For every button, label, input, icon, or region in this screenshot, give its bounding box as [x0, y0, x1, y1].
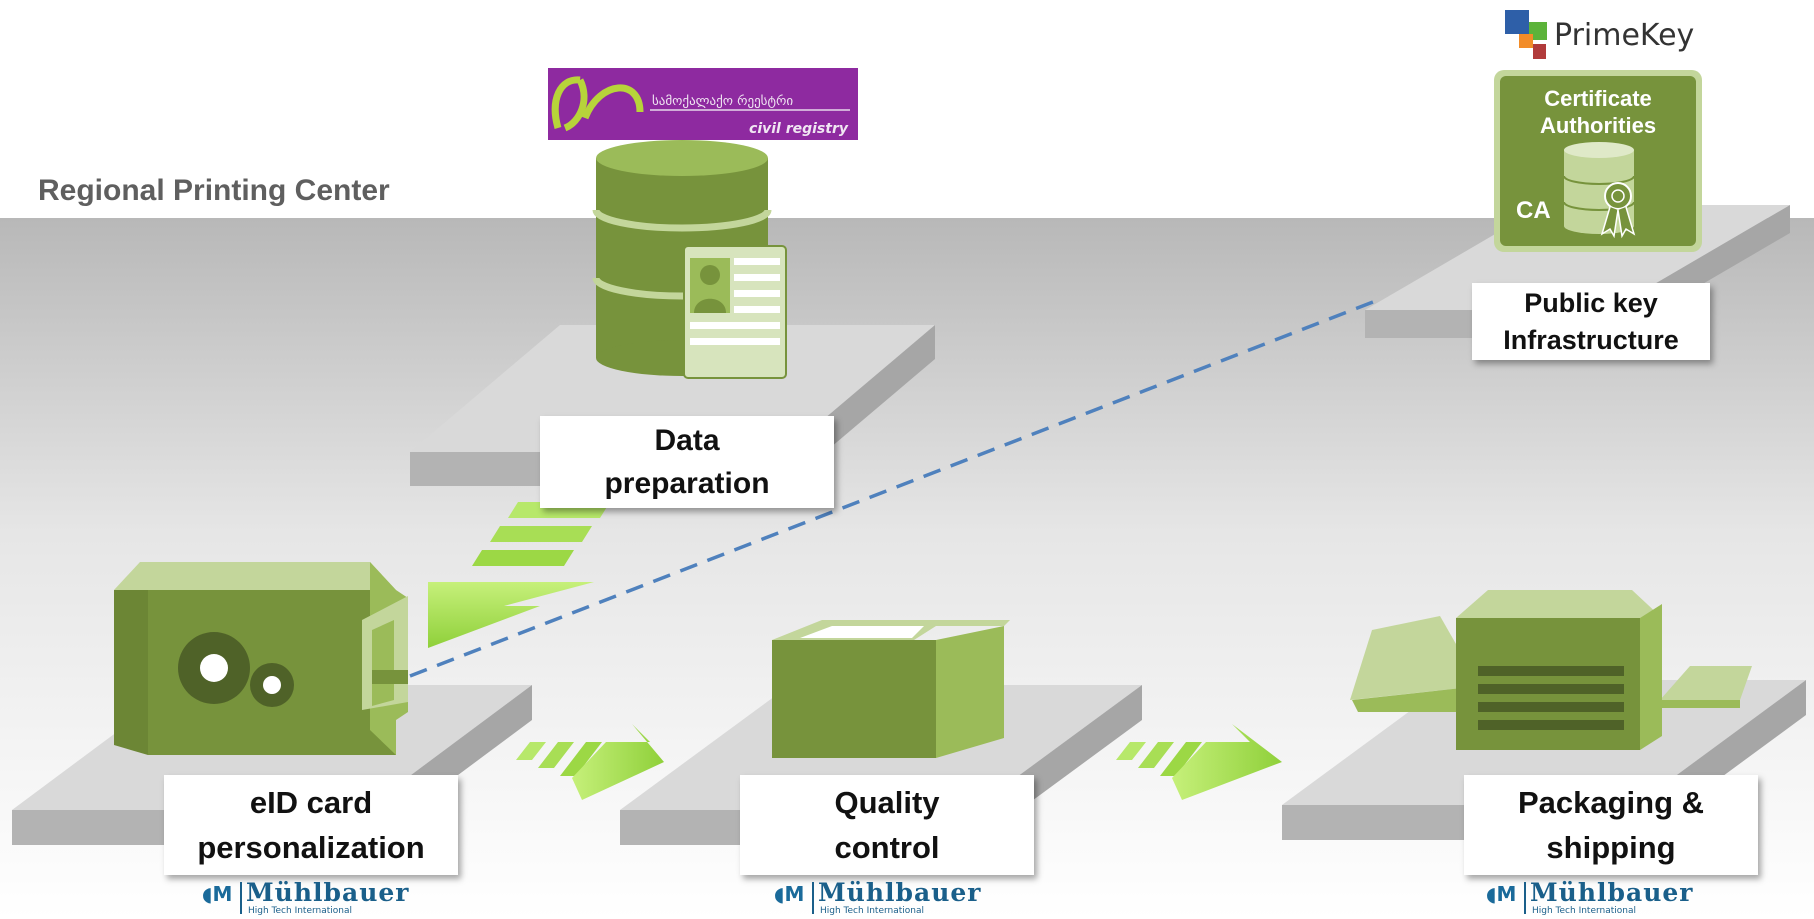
civil-registry-logo: სამოქალაქო რეესტრი civil registry — [548, 68, 858, 140]
logo-divider — [1524, 882, 1526, 914]
section-heading: Regional Printing Center — [38, 174, 390, 207]
label-packaging-shipping: Packaging & shipping — [1464, 775, 1758, 875]
label-line: personalization — [197, 830, 425, 865]
primekey-name: PrimeKey — [1554, 18, 1695, 53]
packaging-machine-icon — [1350, 590, 1752, 750]
ca-title-line1: Certificate — [1544, 86, 1652, 111]
label-line: Quality — [834, 785, 940, 820]
logo-divider — [240, 882, 242, 914]
label-line: Data — [654, 424, 720, 457]
muehlbauer-icon: ◖M — [202, 882, 233, 906]
id-document-icon — [683, 245, 787, 379]
logo-divider — [812, 882, 814, 914]
muehlbauer-logo: ◖M Mühlbauer High Tech International — [202, 878, 432, 916]
muehlbauer-logo: ◖M Mühlbauer High Tech International — [774, 878, 1004, 916]
ca-title-line2: Authorities — [1540, 113, 1656, 138]
label-line: eID card — [249, 785, 373, 820]
award-ribbon-icon — [1600, 182, 1636, 239]
arrow-data-to-personalization — [428, 502, 610, 648]
civil-registry-latin: civil registry — [749, 121, 849, 137]
muehlbauer-icon: ◖M — [1486, 882, 1517, 906]
muehlbauer-tagline: High Tech International — [1532, 906, 1637, 916]
label-line: Packaging & — [1517, 785, 1705, 820]
primekey-logo — [1505, 10, 1547, 59]
muehlbauer-name: Mühlbauer — [1530, 878, 1694, 907]
label-personalization: eID card personalization — [164, 775, 458, 875]
muehlbauer-logo: ◖M Mühlbauer High Tech International — [1486, 878, 1716, 916]
label-line: shipping — [1546, 830, 1676, 865]
civil-registry-script: სამოქალაქო რეესტრი — [652, 94, 793, 109]
certificate-authority-box: Certificate Authorities CA — [1494, 70, 1702, 252]
card-personalization-machine-icon — [114, 562, 408, 755]
label-line: preparation — [604, 467, 770, 500]
ca-abbr: CA — [1516, 197, 1551, 224]
muehlbauer-icon: ◖M — [774, 882, 805, 906]
label-line: Public key — [1524, 287, 1658, 318]
label-quality-control: Quality control — [740, 775, 1034, 875]
muehlbauer-tagline: High Tech International — [248, 906, 353, 916]
label-pki: Public key Infrastructure — [1472, 283, 1710, 360]
label-data-preparation: Data preparation — [540, 416, 834, 508]
muehlbauer-name: Mühlbauer — [818, 878, 982, 907]
label-line: control — [834, 830, 940, 865]
label-line: Infrastructure — [1503, 324, 1679, 355]
arrow-quality-to-packaging — [1116, 724, 1282, 800]
arrow-personalization-to-quality — [516, 724, 664, 800]
quality-control-scanner-icon — [772, 620, 1010, 758]
muehlbauer-name: Mühlbauer — [246, 878, 410, 907]
muehlbauer-tagline: High Tech International — [820, 906, 925, 916]
